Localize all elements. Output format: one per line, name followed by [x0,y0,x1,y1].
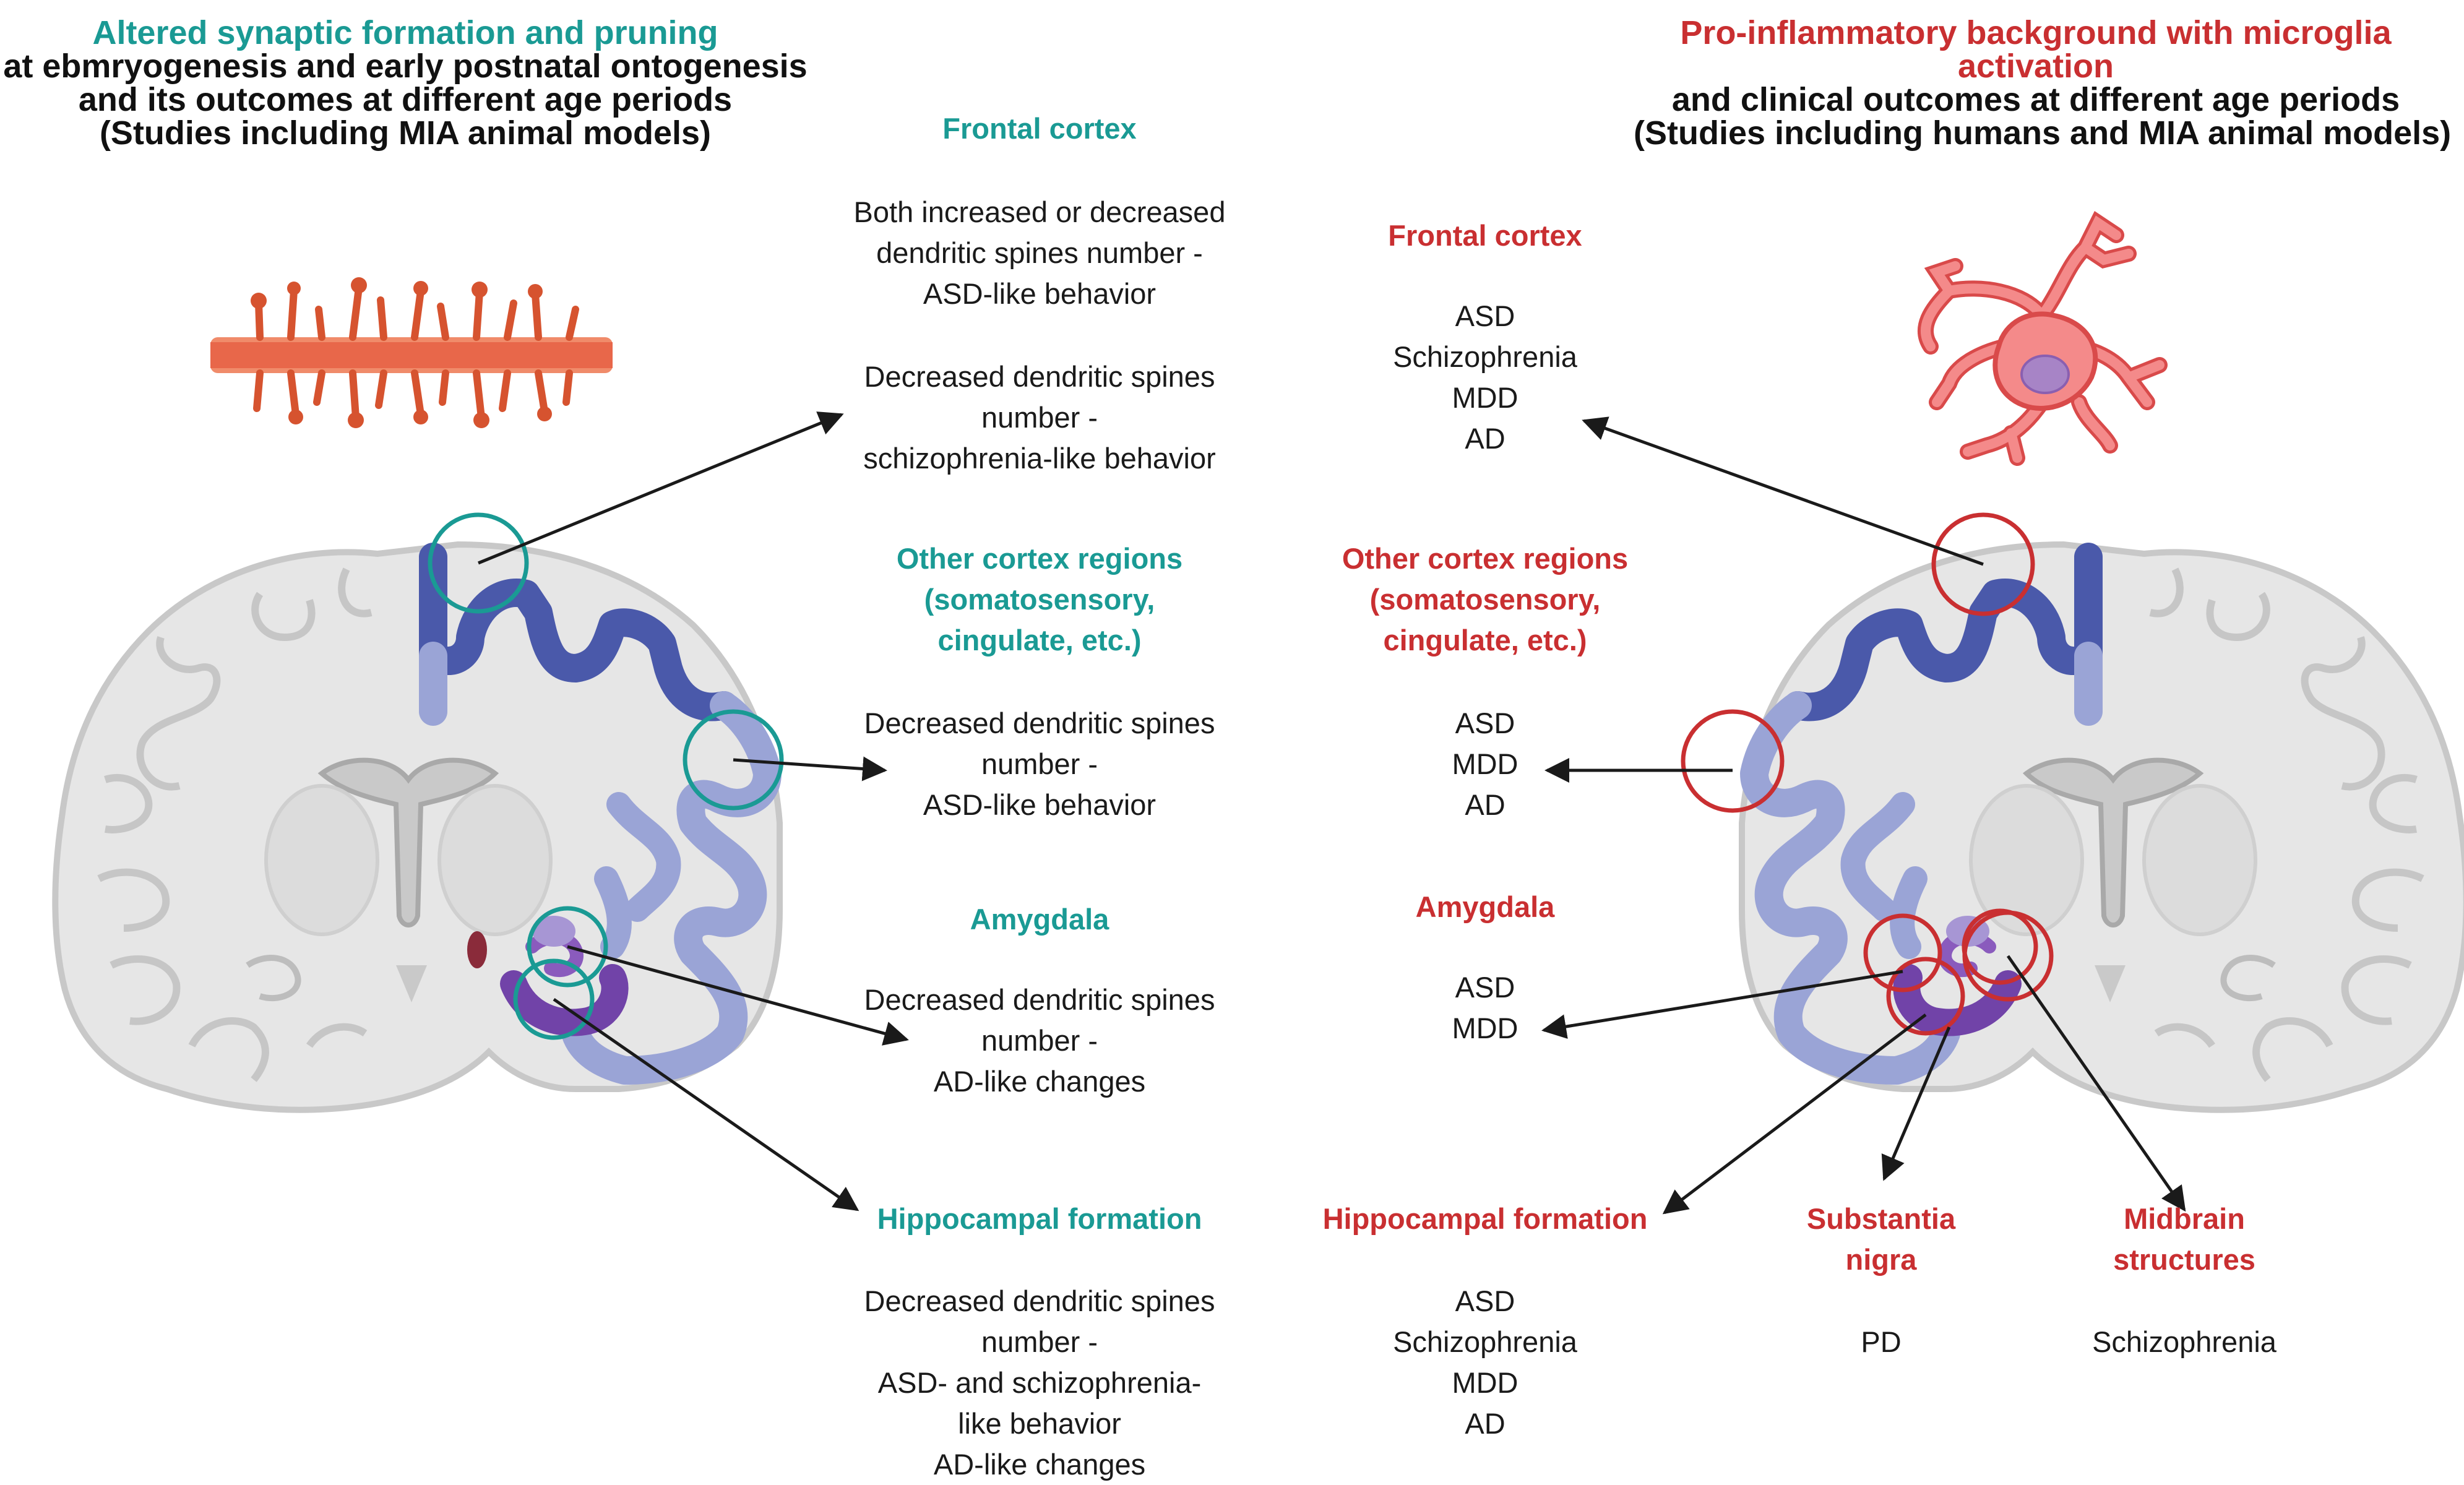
right-heading-hippocampal: Hippocampal formation [1322,1202,1648,1235]
left-heading-hippocampal: Hippocampal formation [877,1202,1202,1235]
left-circle-other-cortex [683,709,784,811]
right-header-title-1: Pro-inflammatory background with microgl… [1680,14,2392,51]
right-amygdala-items: ASD MDD [1452,971,1518,1044]
left-arrow-hippocampus [553,997,859,1212]
right-hippocampal-items: ASD Schizophrenia MDD AD [1393,1285,1577,1440]
right-midbrain-items: Schizophrenia [2092,1325,2277,1358]
right-header-line-1: and clinical outcomes at different age p… [1671,81,2400,118]
left-header-line-2: and its outcomes at different age period… [78,81,733,118]
left-header-line-1: at ebmryogenesis and early postnatal ont… [3,48,808,85]
left-header: Altered synaptic formation and pruning a… [0,16,811,150]
right-frontal-items: ASD Schizophrenia MDD AD [1393,299,1577,455]
right-header-title-2: activation [1957,48,2114,85]
right-arrow-hippocampus [1662,1014,1927,1215]
left-region-markers [428,512,784,1040]
right-arrow-amygdala [1541,970,1903,1039]
right-circle-midbrain [1962,910,2054,1002]
right-heading-other-cortex: Other cortex regions (somatosensory, cin… [1342,542,1629,656]
left-amygdala-items: Decreased dendritic spines number - AD-l… [864,983,1215,1098]
left-heading-amygdala: Amygdala [970,903,1109,936]
right-heading-midbrain: Midbrain structures [2113,1202,2255,1276]
right-heading-substantia-nigra: Substantia nigra [1806,1202,1956,1276]
right-region-markers [1681,512,2054,1036]
left-arrow-frontal [478,411,844,565]
right-circle-frontal [1931,512,2035,616]
right-heading-frontal-cortex: Frontal cortex [1388,219,1582,252]
left-circle-frontal [428,512,529,614]
left-header-line-3: (Studies including MIA animal models) [99,114,712,152]
left-heading-other-cortex: Other cortex regions (somatosensory, cin… [896,542,1183,656]
right-substantia-nigra-items: PD [1861,1325,1902,1358]
right-circle-other-cortex [1681,709,1785,813]
left-hippocampal-items: Decreased dendritic spines number - ASD-… [864,1285,1215,1481]
left-header-title: Altered synaptic formation and pruning [92,14,718,51]
left-other-cortex-items: Decreased dendritic spines number - ASD-… [864,707,1215,821]
right-circle-amygdala [1863,913,1942,992]
right-header-line-2: (Studies including humans and MIA animal… [1634,114,2452,152]
right-arrow-frontal [1582,416,1984,566]
left-frontal-items-1: Both increased or decreased dendritic sp… [853,196,1226,310]
right-header: Pro-inflammatory background with microgl… [1634,14,2452,152]
left-arrows [478,411,909,1212]
dendrite-icon [210,277,613,428]
left-frontal-items-2: Decreased dendritic spines number - schi… [863,360,1216,475]
left-brain-illustration [55,544,780,1110]
left-arrow-amygdala [567,945,909,1046]
right-brain-illustration [1742,544,2464,1110]
right-arrow-midbrain [2006,955,2186,1212]
right-circle-hippocampus [1886,957,1965,1036]
left-circle-hippocampus [513,958,595,1040]
right-arrows [1541,416,2186,1215]
right-other-cortex-items: ASD MDD AD [1452,707,1518,821]
right-arrow-substantia-nigra [1881,1027,1951,1181]
left-arrow-other-cortex [733,756,887,781]
left-heading-frontal-cortex: Frontal cortex [942,112,1137,145]
left-circle-amygdala [527,906,608,988]
microglia-icon [1917,211,2168,466]
right-heading-amygdala: Amygdala [1415,890,1555,923]
